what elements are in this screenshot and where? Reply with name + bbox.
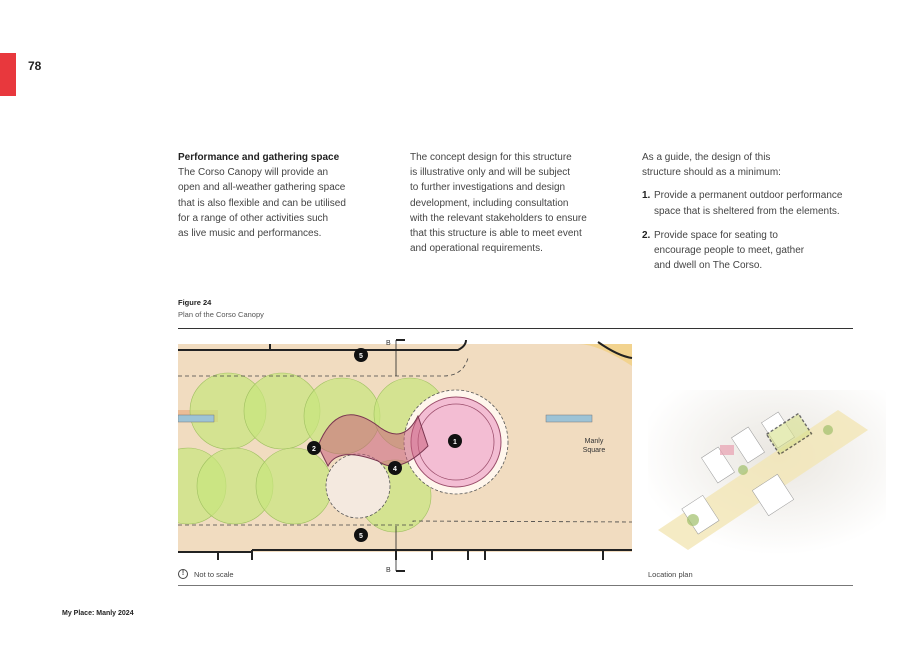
figure-caption: Figure 24 Plan of the Corso Canopy [178,297,264,321]
list-item: 1.Provide a permanent outdoor performanc… [642,188,862,218]
figure-title: Plan of the Corso Canopy [178,310,264,319]
page-tab [0,53,16,96]
text-line: with the relevant stakeholders to ensure [410,212,587,224]
section-marker-top: B [386,340,391,347]
section-heading: Performance and gathering space [178,152,340,163]
list-item: 2.Provide space for seating to encourage … [642,228,862,274]
column-1: Performance and gathering space The Cors… [178,150,388,241]
marker-5-top [354,348,368,362]
not-to-scale-label: Not to scale [194,569,234,579]
list-number: 1. [642,190,651,202]
text-line: that this structure is able to meet even… [410,228,582,240]
marker-1 [448,434,462,448]
text-line: that is also flexible and can be utilise… [178,197,346,209]
svg-text:1: 1 [453,439,457,446]
column-3: As a guide, the design of this structure… [642,150,862,282]
text-line: as live music and performances. [178,228,322,240]
svg-text:5: 5 [359,533,363,540]
svg-text:2: 2 [312,446,316,453]
location-plan-caption: Location plan [648,570,693,579]
marker-4 [388,461,402,475]
bottom-rule [178,585,853,586]
text-line: for a range of other activities such [178,212,329,224]
text-line: The Corso Canopy will provide an [178,167,329,179]
svg-text:4: 4 [393,466,397,473]
section-marker-bottom: B [386,567,391,574]
location-plan-map [648,390,886,555]
place-label: Square [583,447,606,454]
not-to-scale-note: ! Not to scale [178,569,234,579]
marker-5-bottom [354,528,368,542]
top-rule [178,328,853,329]
list-number: 2. [642,229,651,241]
text-line: structure should as a minimum: [642,167,781,179]
text-line: is illustrative only and will be subject [410,167,571,179]
text-line: encourage people to meet, gather [654,245,805,257]
text-line: to further investigations and design [410,182,566,194]
text-line: Provide a permanent outdoor performance [654,190,843,202]
text-line: The concept design for this structure [410,152,572,163]
figure-label: Figure 24 [178,298,212,307]
info-icon: ! [178,569,188,579]
text-line: space that is sheltered from the element… [654,205,840,217]
page-number: 78 [28,59,42,73]
svg-text:5: 5 [359,353,363,360]
text-line: and dwell on The Corso. [654,260,763,272]
canopy-plan: B B Manly Square 1 2 4 5 5 [178,339,633,574]
text-line: and operational requirements. [410,243,543,255]
requirements-list: 1.Provide a permanent outdoor performanc… [642,188,862,273]
site-highlight [765,412,813,456]
footer-text: My Place: Manly 2024 [62,610,134,617]
text-line: As a guide, the design of this [642,152,771,163]
place-label: Manly [585,438,604,445]
text-line: Provide space for seating to [654,229,778,241]
column-2: The concept design for this structure is… [410,150,630,256]
text-line: open and all-weather gathering space [178,182,346,194]
marker-2 [307,441,321,455]
text-line: development, including consultation [410,197,569,209]
